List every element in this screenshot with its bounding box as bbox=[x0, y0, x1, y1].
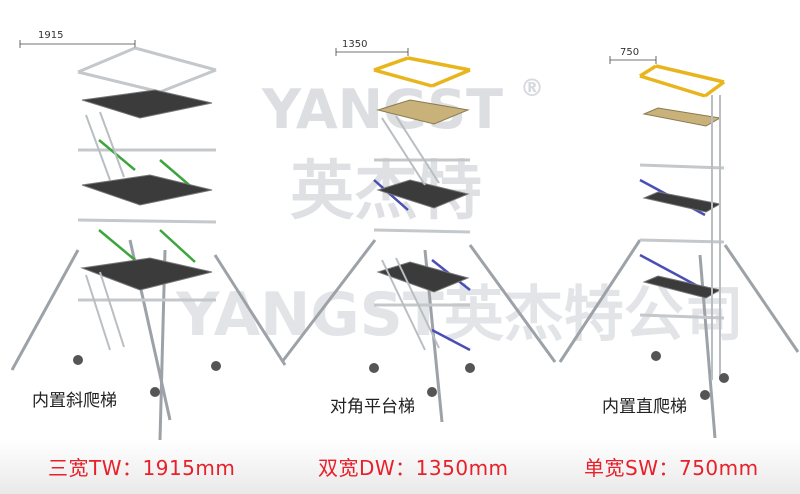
dimension-label-sw: 750 bbox=[620, 47, 639, 58]
spec-dw: 双宽DW：1350mm bbox=[318, 456, 509, 480]
tower-sw: 750 bbox=[558, 47, 800, 439]
guardrail-top-dw bbox=[373, 56, 471, 88]
caption-dw: 对角平台梯 bbox=[330, 397, 415, 417]
dimension-line-dw: 1350 bbox=[335, 39, 409, 56]
platform-decks-dw bbox=[376, 99, 470, 293]
castors-dw bbox=[369, 363, 475, 397]
spec-sw: 单宽SW：750mm bbox=[584, 456, 759, 480]
tower-tw: 1915 bbox=[10, 30, 287, 441]
rungs-tw bbox=[77, 46, 217, 302]
dimension-line-sw: 750 bbox=[609, 47, 657, 64]
castors-sw bbox=[651, 351, 729, 400]
castors-tw bbox=[73, 355, 221, 397]
diagonal-platform-stair-dw bbox=[381, 115, 440, 351]
caption-sw: 内置直爬梯 bbox=[602, 397, 687, 417]
bottom-shade-band bbox=[0, 440, 800, 494]
spec-tw: 三宽TW：1915mm bbox=[48, 456, 236, 480]
internal-vertical-ladder-sw bbox=[711, 95, 721, 380]
caption-tw: 内置斜爬梯 bbox=[32, 391, 117, 411]
platform-decks-sw bbox=[642, 107, 722, 299]
dimension-line-tw: 1915 bbox=[19, 30, 136, 48]
guardrail-top-sw bbox=[639, 64, 726, 98]
rungs-sw bbox=[639, 163, 725, 320]
dimension-label-tw: 1915 bbox=[38, 30, 63, 41]
internal-inclined-ladder-tw bbox=[85, 111, 125, 351]
tower-dw: 1350 bbox=[280, 39, 557, 423]
platform-decks-tw bbox=[80, 89, 213, 291]
dimension-label-dw: 1350 bbox=[342, 39, 367, 50]
watermark-registered-mark: ® bbox=[520, 74, 544, 102]
rungs-dw bbox=[373, 158, 471, 307]
